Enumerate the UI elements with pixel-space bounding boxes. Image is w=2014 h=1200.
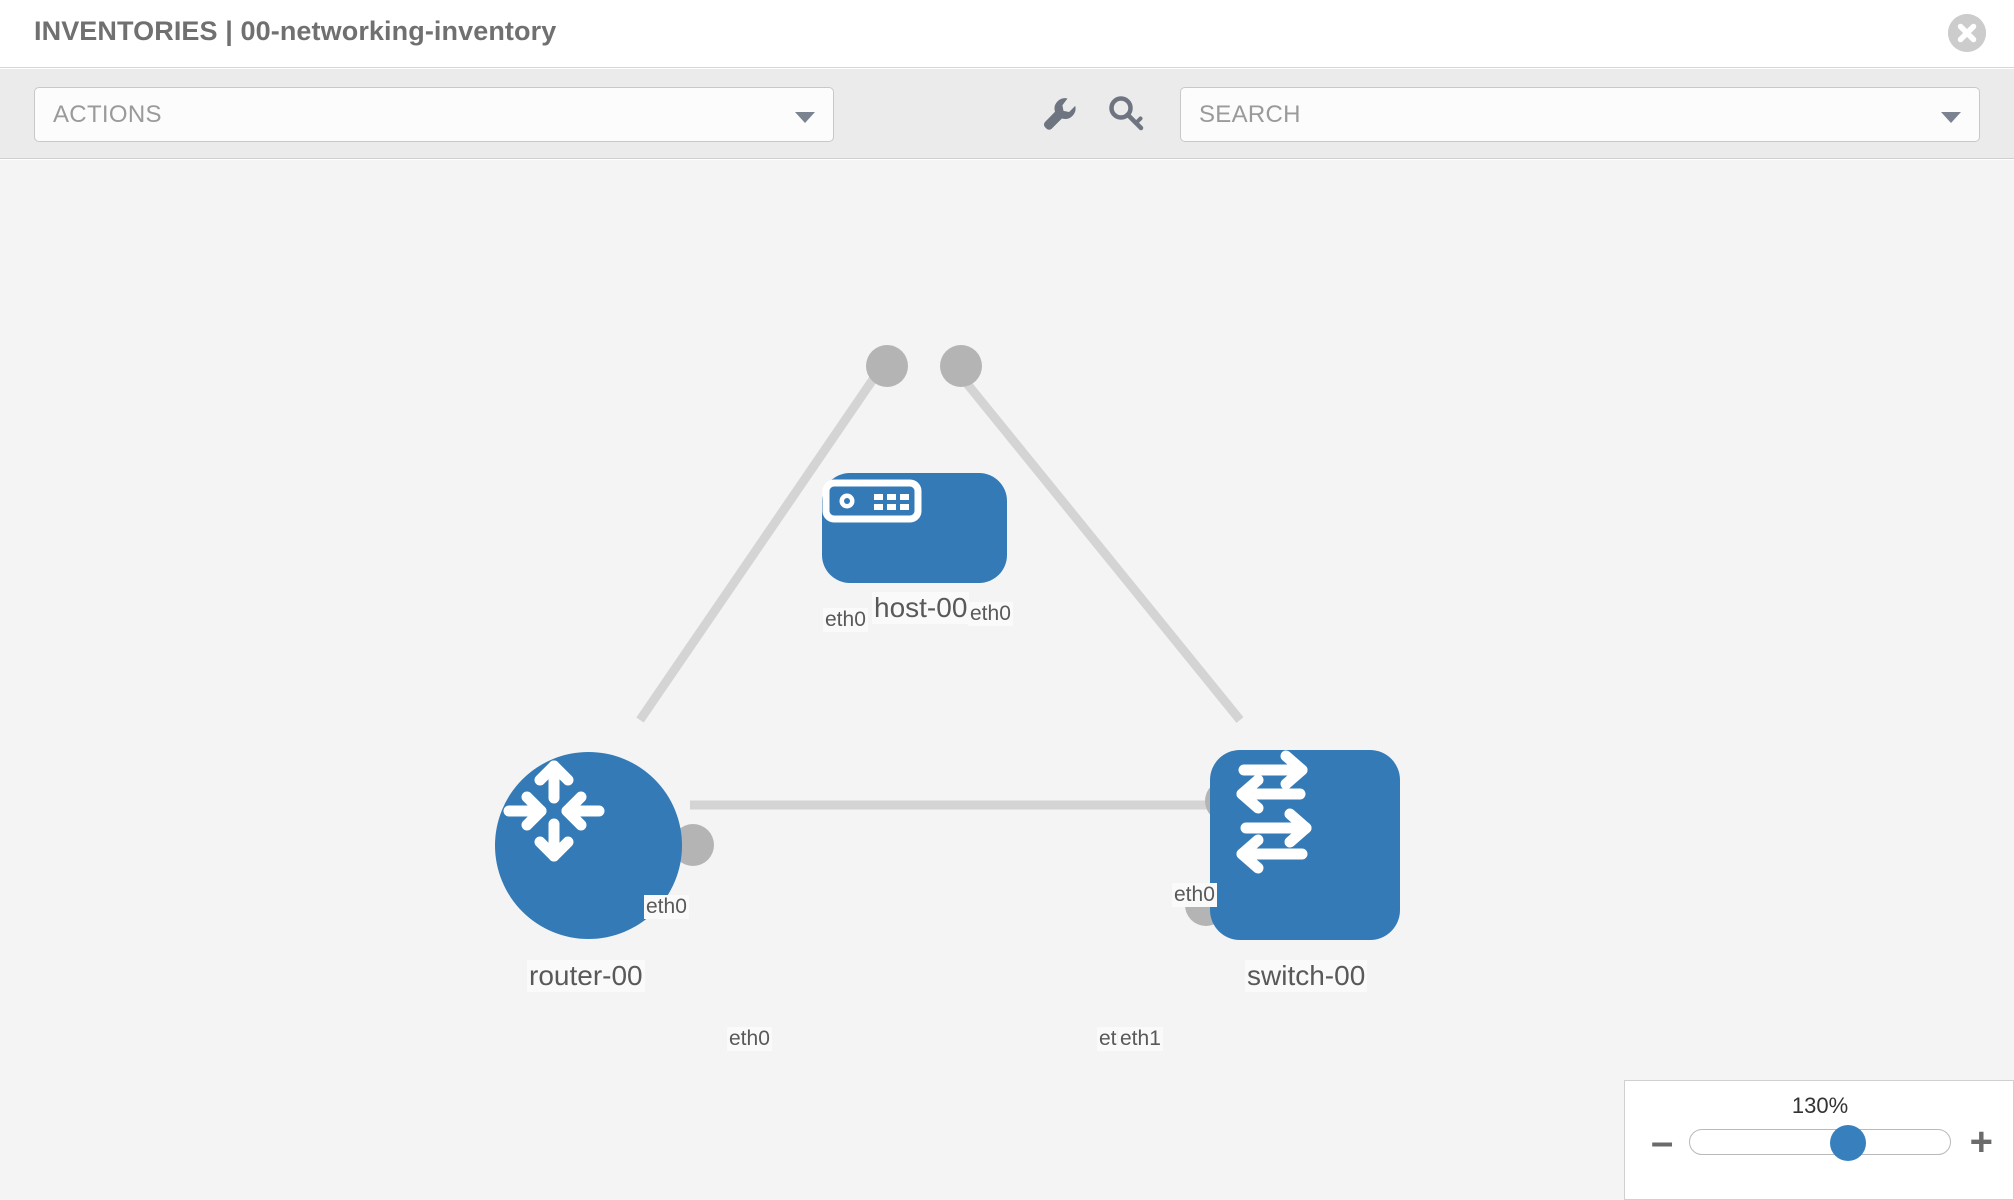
- topology-edges: [636, 372, 1244, 810]
- node-label-host-00: host-00: [872, 592, 970, 624]
- zoom-slider[interactable]: [1689, 1125, 1951, 1161]
- zoom-in-button[interactable]: +: [1969, 1120, 1993, 1164]
- edge-label-host-eth0-left: eth0: [823, 608, 868, 632]
- router-arrows-icon: [503, 760, 605, 862]
- edge-label-host-eth0-right: eth0: [968, 602, 1013, 626]
- close-icon[interactable]: [1948, 14, 1986, 52]
- edge-label-switch-host-eth0: eth0: [1172, 883, 1217, 907]
- connector-knob[interactable]: [940, 345, 982, 387]
- server-icon: [822, 479, 922, 523]
- search-placeholder: SEARCH: [1199, 101, 1301, 128]
- chevron-down-icon: [795, 112, 815, 123]
- actions-dropdown[interactable]: ACTIONS: [34, 87, 834, 142]
- search-input[interactable]: SEARCH: [1180, 87, 1980, 142]
- edge-label-switch-eth1: eth1: [1118, 1027, 1163, 1051]
- host-node-shape[interactable]: [822, 473, 1007, 583]
- actions-dropdown-label: ACTIONS: [53, 101, 162, 128]
- switch-node-shape[interactable]: [1210, 750, 1400, 940]
- switch-arrows-icon: [1236, 750, 1312, 874]
- key-icon[interactable]: [1102, 89, 1152, 139]
- edge-label-router-switch-eth0: eth0: [727, 1027, 772, 1051]
- zoom-control[interactable]: 130% – +: [1624, 1080, 2014, 1200]
- page-title: INVENTORIES | 00-networking-inventory: [34, 16, 557, 46]
- wrench-icon[interactable]: [1034, 89, 1084, 139]
- topology-graph: host-00: [0, 160, 2014, 1200]
- page-header: INVENTORIES | 00-networking-inventory: [0, 0, 2014, 68]
- chevron-down-icon[interactable]: [1941, 112, 1961, 123]
- toolbar: ACTIONS SEARCH: [0, 69, 2014, 159]
- edge-label-router-host-eth0: eth0: [644, 895, 689, 919]
- zoom-out-button[interactable]: –: [1651, 1120, 1674, 1164]
- connector-knob[interactable]: [866, 345, 908, 387]
- zoom-slider-thumb[interactable]: [1830, 1125, 1866, 1161]
- zoom-level-value: 130%: [1791, 1093, 1849, 1118]
- topology-canvas[interactable]: host-00: [0, 160, 2014, 1200]
- node-label-router-00: router-00: [527, 960, 645, 992]
- node-label-switch-00: switch-00: [1245, 960, 1368, 992]
